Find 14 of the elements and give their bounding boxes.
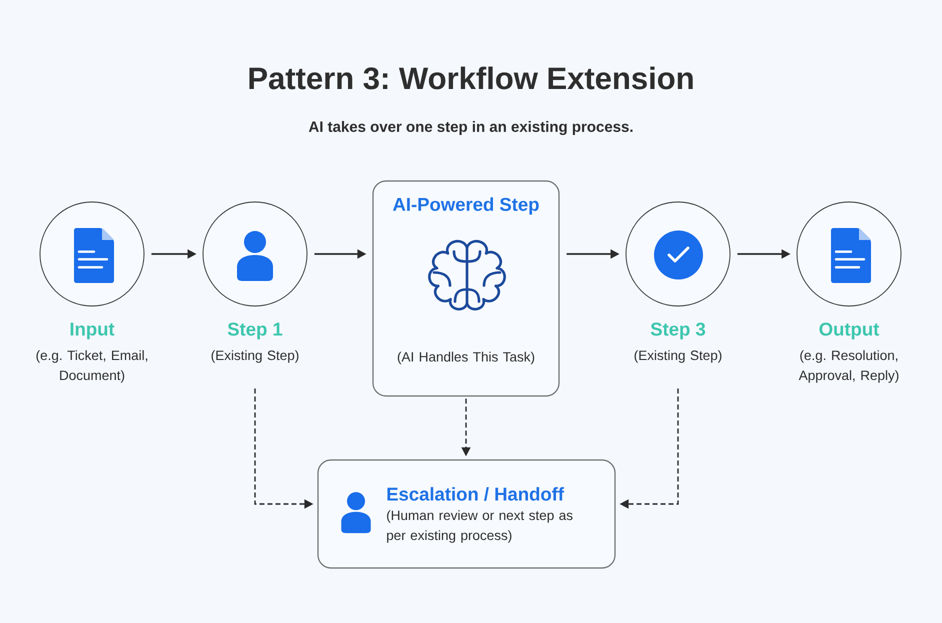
step-title: Input	[70, 322, 114, 340]
step-description: (e.g. Ticket, Email, Document)	[36, 350, 148, 383]
step-title: Output	[819, 322, 880, 340]
box-title: AI-Powered Step	[392, 197, 539, 215]
subtitle: AI takes over one step in an existing process.	[308, 120, 632, 136]
step-description: (e.g. Resolution, Approval, Reply)	[798, 350, 898, 383]
box-title: Escalation / Handoff	[387, 487, 564, 501]
step-title: Step 1	[228, 322, 282, 340]
box-description: (Human review or next step as per existing process)	[387, 510, 572, 543]
title: Pattern 3: Workflow Extension	[249, 66, 693, 90]
step-description: (Existing Step)	[634, 350, 722, 363]
step-title: Step 3	[650, 322, 706, 340]
box-description: (AI Handles This Task)	[398, 352, 534, 364]
step-description: (Existing Step)	[212, 350, 298, 363]
